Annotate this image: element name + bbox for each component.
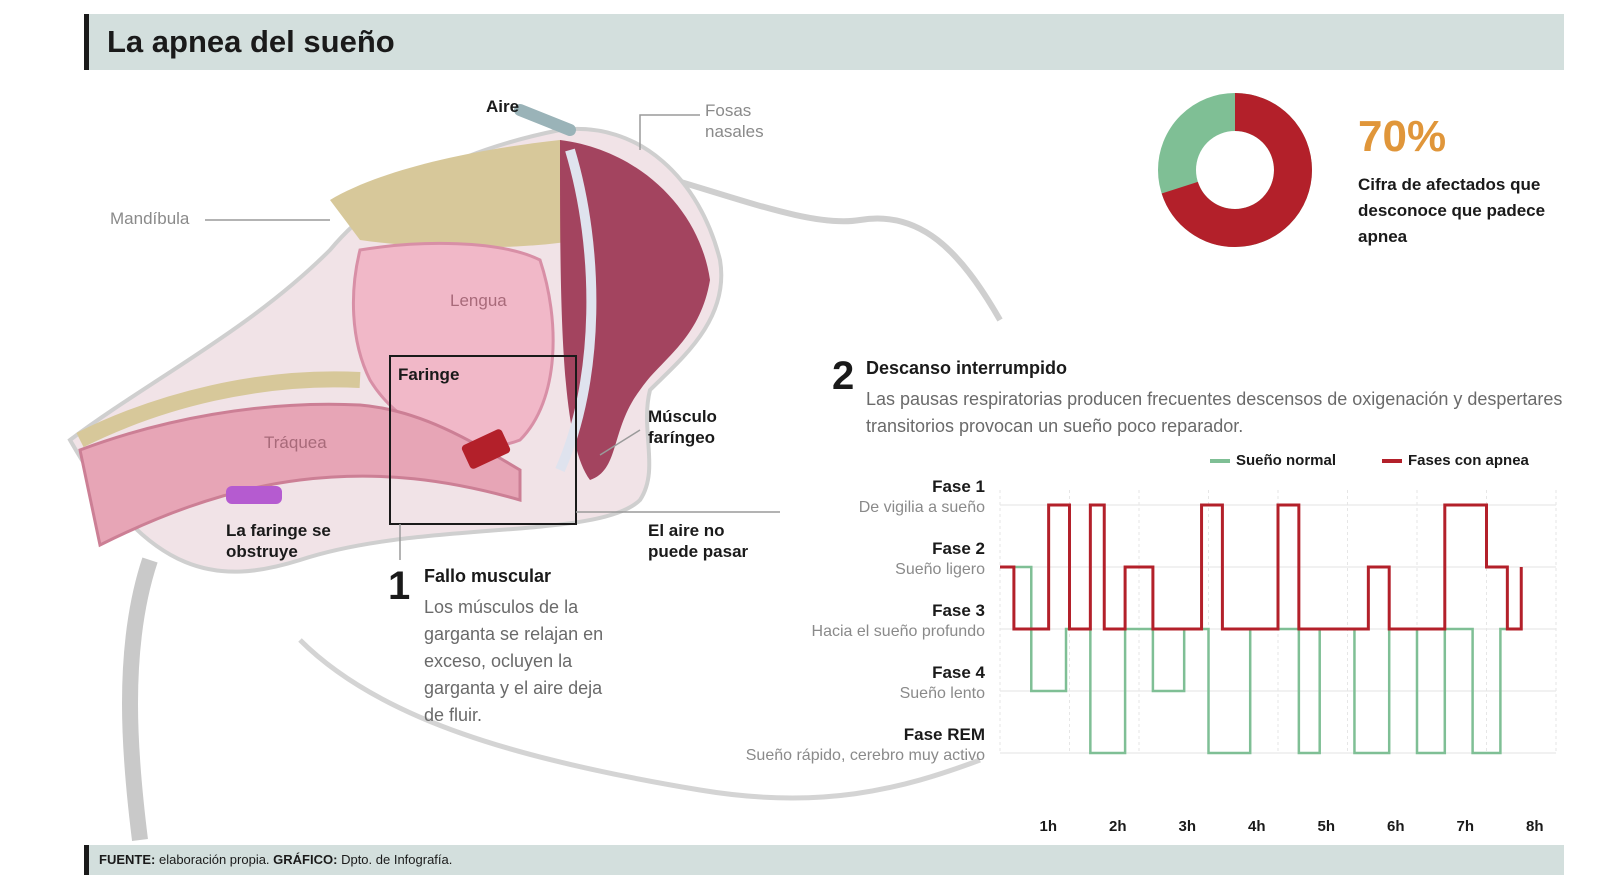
muscle-mark — [461, 429, 511, 469]
phase-desc: Sueño lento — [899, 685, 985, 702]
label-traquea: Tráquea — [264, 433, 327, 452]
phase-name: Fase 3 — [932, 601, 985, 620]
neck-outline — [122, 557, 158, 841]
phase-name: Fase 2 — [932, 539, 985, 558]
jaw-bone — [76, 371, 361, 448]
stat-value: 70% — [1358, 112, 1447, 161]
phase-name: Fase 1 — [932, 477, 985, 496]
pharynx-wall — [560, 140, 710, 480]
x-tick-label: 3h — [1178, 818, 1197, 835]
phase-desc: Hacia el sueño profundo — [811, 623, 985, 640]
x-tick-label: 8h — [1526, 818, 1544, 835]
legend-normal: Sueño normal — [1210, 452, 1336, 469]
leader-line — [639, 114, 700, 150]
x-tick-label: 7h — [1456, 818, 1475, 835]
tongue — [351, 241, 555, 448]
leader-line — [599, 429, 641, 456]
label-faringe-obstruye: La faringe se obstruye — [226, 521, 331, 561]
legend-apnea: Fases con apnea — [1382, 452, 1529, 469]
airway — [555, 148, 597, 473]
phase-desc: Sueño ligero — [895, 561, 985, 578]
sleep-chart — [999, 490, 1557, 755]
phase-desc: De vigilia a sueño — [858, 499, 985, 516]
x-tick-label: 6h — [1387, 818, 1405, 835]
label-aire: Aire — [486, 97, 520, 116]
label-aire-no-pasar: El aire no puede pasar — [648, 521, 749, 561]
x-tick-label: 2h — [1109, 818, 1127, 835]
x-tick-label: 1h — [1039, 818, 1058, 835]
phase-name: Fase 4 — [932, 663, 985, 682]
section2-text: Las pausas respiratorias producen frecue… — [866, 389, 1563, 436]
shoulder-outline — [298, 638, 981, 801]
donut-slice-main — [1158, 93, 1312, 247]
donut-chart — [1158, 93, 1312, 247]
legend-swatch-apnea — [1382, 458, 1402, 463]
label-lengua: Lengua — [450, 291, 507, 310]
section2-title: Descanso interrumpido — [866, 358, 1068, 378]
phase-desc: Sueño rápido, cerebro muy activo — [745, 747, 985, 764]
air-arrow — [514, 104, 576, 136]
x-tick-label: 5h — [1317, 818, 1336, 835]
footer-fuente: elaboración propia. — [158, 852, 270, 867]
section2-number: 2 — [832, 354, 855, 398]
label-fosas: Fosas nasales — [705, 101, 764, 141]
phase-name: Fase REM — [903, 725, 985, 744]
stat-text: Cifra de afectados que desconoce que pad… — [1358, 175, 1546, 246]
footer-grafico: Dpto. de Infografía. — [341, 852, 453, 867]
title-bar: La apnea del sueño — [84, 14, 1564, 70]
obstruction-mark — [226, 486, 282, 504]
legend-label-apnea: Fases con apnea — [1408, 452, 1529, 469]
nasal-cavity — [330, 140, 598, 248]
section1-text: Los músculos de la garganta se relajan e… — [424, 597, 604, 725]
footer-fuente-label: FUENTE: — [99, 852, 156, 867]
legend-swatch-normal — [1210, 458, 1230, 463]
label-faringe: Faringe — [398, 365, 460, 384]
footer-grafico-label: GRÁFICO: — [273, 852, 338, 867]
x-tick-label: 4h — [1248, 818, 1266, 835]
label-musculo: Músculo faríngeo — [648, 407, 717, 447]
footer: FUENTE: elaboración propia. GRÁFICO: Dpt… — [84, 845, 1564, 875]
series-normal-line — [1000, 565, 1522, 755]
section1-title: Fallo muscular — [424, 566, 552, 586]
page-title: La apnea del sueño — [107, 24, 395, 59]
label-mandibula: Mandíbula — [110, 209, 190, 228]
legend-label-normal: Sueño normal — [1236, 452, 1337, 469]
trachea — [78, 402, 522, 548]
pharynx-box — [389, 355, 577, 525]
section1-number: 1 — [388, 564, 411, 608]
series-apnea-line — [1000, 503, 1523, 631]
